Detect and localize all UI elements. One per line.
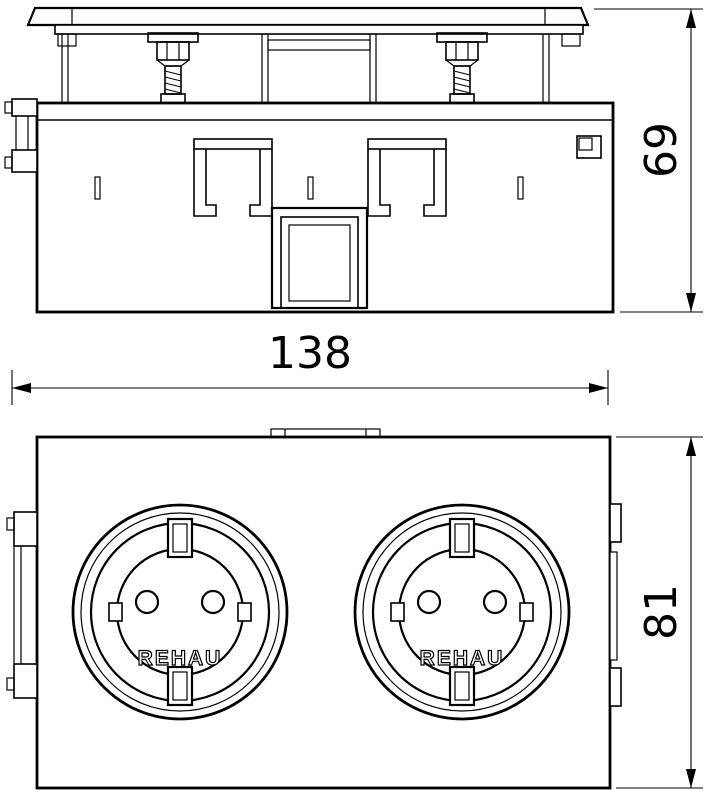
dim-height-side: 69	[594, 8, 703, 313]
side-right-latch	[576, 135, 602, 159]
front-view: REHAU REHAU	[6, 428, 622, 790]
dim-width: 138	[11, 328, 609, 405]
rail-hook-right	[561, 33, 581, 47]
rail-hook-left	[57, 33, 77, 47]
dim-height-side-label: 69	[636, 122, 687, 178]
dim-height-front-label: 81	[636, 584, 687, 640]
arrow-up	[686, 9, 696, 28]
arrow-down	[686, 769, 696, 788]
front-left-bracket	[6, 511, 38, 699]
arrow-left	[12, 383, 31, 393]
mounting-screw-left	[147, 32, 199, 104]
side-view	[4, 6, 615, 314]
dim-width-label: 138	[268, 328, 352, 379]
arrow-right	[589, 383, 608, 393]
front-right-clips	[609, 503, 622, 707]
arrow-up	[686, 437, 696, 456]
center-box	[270, 206, 369, 310]
dim-height-front: 81	[616, 436, 703, 789]
slot-center	[307, 176, 314, 200]
slot-left	[94, 176, 101, 200]
side-view-cover	[26, 6, 590, 27]
side-view-rail	[54, 24, 584, 35]
mounting-screw-right	[436, 32, 488, 104]
arrow-down	[686, 293, 696, 312]
socket-brand-left: REHAU	[138, 647, 223, 670]
socket-brand-right: REHAU	[420, 647, 505, 670]
slot-right	[517, 176, 524, 200]
support-posts	[61, 34, 550, 103]
side-left-bracket	[4, 98, 38, 173]
